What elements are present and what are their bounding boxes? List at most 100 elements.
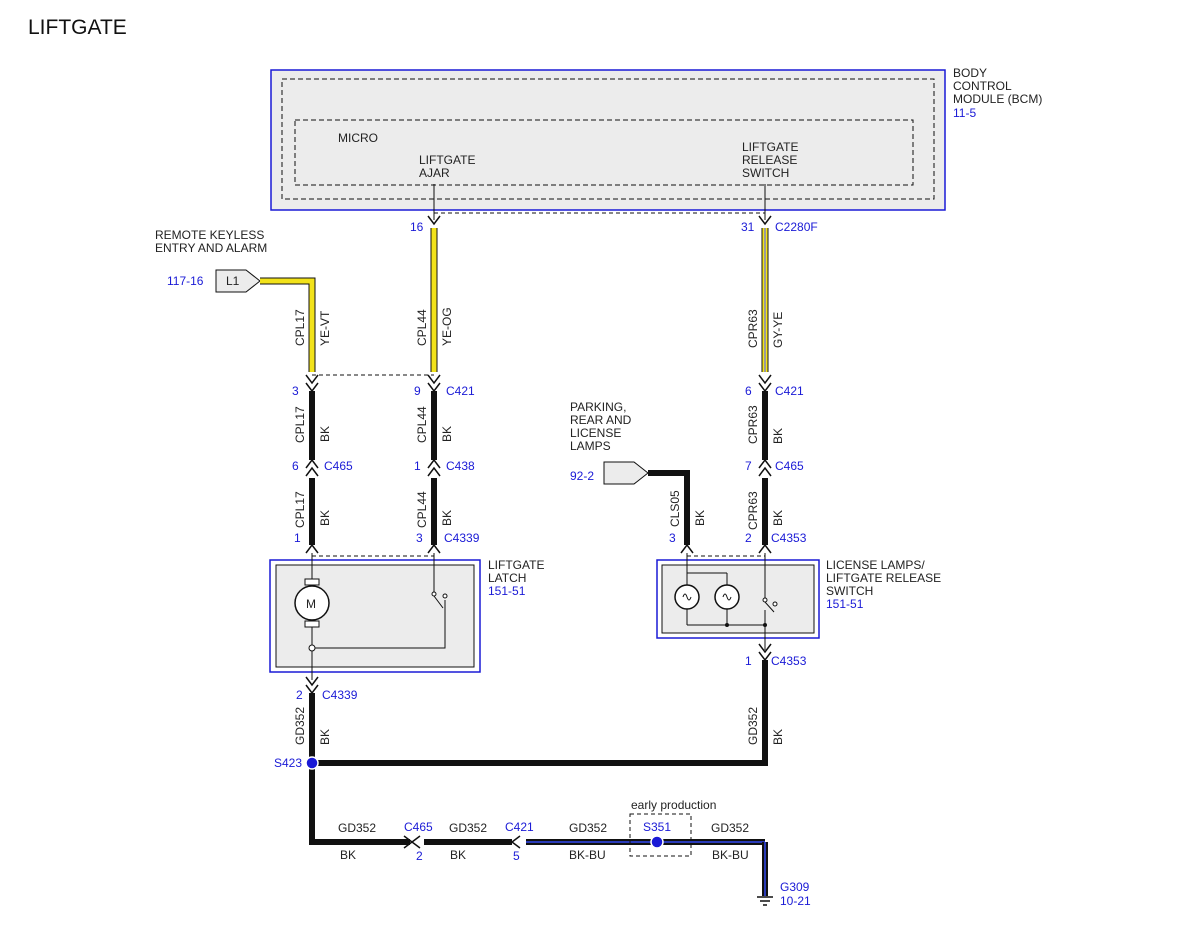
rke-tag-label: L1 <box>226 274 240 288</box>
latch-name-2: LATCH <box>488 571 526 585</box>
rke-ref[interactable]: 117-16 <box>167 274 204 288</box>
parking-ref[interactable]: 92-2 <box>570 469 594 483</box>
license-name-1: LICENSE LAMPS/ <box>826 558 925 572</box>
connector-marks-row2 <box>305 458 772 477</box>
wire-cls05 <box>648 470 690 545</box>
wire-color-gy-ye: GY-YE <box>771 312 785 348</box>
rke-name-2: ENTRY AND ALARM <box>155 241 267 255</box>
wire-color-bk-8: BK <box>318 729 332 745</box>
bcm-name-1: BODY <box>953 66 987 80</box>
wire-color-bk-2: BK <box>440 426 454 442</box>
pin-2-c465: 2 <box>416 849 423 863</box>
wire-label-gd352-5: GD352 <box>569 821 607 835</box>
pin-6-c465: 6 <box>292 459 299 473</box>
wire-label-cpl44-mid: CPL44 <box>415 406 429 443</box>
pin-6-c421: 6 <box>745 384 752 398</box>
wire-label-cpl44-low: CPL44 <box>415 491 429 528</box>
splice-s351[interactable] <box>650 835 664 849</box>
release-label-1: LIFTGATE <box>742 140 798 154</box>
wire-label-gd352-6: GD352 <box>711 821 749 835</box>
pin-2-c4339: 2 <box>296 688 303 702</box>
wire-label-cls05: CLS05 <box>668 490 682 527</box>
wire-gd352-left <box>309 693 410 845</box>
wire-label-cpl44-top: CPL44 <box>415 309 429 346</box>
bcm-outline <box>270 69 946 211</box>
latch-ref[interactable]: 151-51 <box>488 584 526 598</box>
wire-color-ye-vt: YE-VT <box>318 310 332 346</box>
wire-label-cpr63-low: CPR63 <box>746 491 760 530</box>
inline-connector-marks <box>403 835 521 849</box>
parking-name-4: LAMPS <box>570 439 611 453</box>
connector-c438[interactable]: C438 <box>446 459 475 473</box>
connector-c4339-a[interactable]: C4339 <box>444 531 480 545</box>
bcm-ref[interactable]: 11-5 <box>953 106 976 120</box>
bcm-module <box>270 69 946 211</box>
pin-16: 16 <box>410 220 424 234</box>
wire-color-bk-6: BK <box>771 510 785 526</box>
license-ref[interactable]: 151-51 <box>826 597 864 611</box>
ajar-label-2: AJAR <box>419 166 450 180</box>
parking-name-3: LICENSE <box>570 426 621 440</box>
ground-symbol <box>757 896 773 906</box>
wire-color-bk-1: BK <box>318 426 332 442</box>
wire-color-bk-bu-2: BK-BU <box>712 848 749 862</box>
pin-3-c4353: 3 <box>669 531 676 545</box>
micro-dashed <box>294 119 914 186</box>
connector-c421-b[interactable]: C421 <box>775 384 804 398</box>
connector-c421-a[interactable]: C421 <box>446 384 475 398</box>
rke-connector-tag <box>215 269 261 293</box>
pin-1-c438: 1 <box>414 459 421 473</box>
wire-color-ye-og: YE-OG <box>440 307 454 346</box>
release-label-3: SWITCH <box>742 166 789 180</box>
parking-name-1: PARKING, <box>570 400 626 414</box>
connector-marks-row3 <box>305 543 772 554</box>
connector-marks <box>305 374 772 393</box>
connector-c4353-b[interactable]: C4353 <box>771 654 807 668</box>
wire-label-gd352-4: GD352 <box>449 821 487 835</box>
connector-c421-inline[interactable]: C421 <box>505 820 534 834</box>
parking-name-2: REAR AND <box>570 413 632 427</box>
wire-color-bk-10: BK <box>340 848 356 862</box>
page-title: LIFTGATE <box>28 16 127 39</box>
bcm-inner-dashed <box>281 78 935 200</box>
motor-label: M <box>306 597 316 611</box>
liftgate-latch <box>269 553 481 680</box>
wire-label-gd352-2: GD352 <box>746 707 760 745</box>
pin-3-c421: 3 <box>292 384 299 398</box>
wire-color-bk-7: BK <box>693 510 707 526</box>
wire-color-bk-11: BK <box>450 848 466 862</box>
splice-s423[interactable] <box>305 756 319 770</box>
splice-s351-label[interactable]: S351 <box>643 820 671 834</box>
pin-31: 31 <box>741 220 755 234</box>
wire-label-gd352-1: GD352 <box>293 707 307 745</box>
wire-cpl17-top <box>260 278 315 372</box>
wire-label-cpl17-mid: CPL17 <box>293 406 307 443</box>
connector-c465-b[interactable]: C465 <box>775 459 804 473</box>
wire-color-bk-5: BK <box>440 510 454 526</box>
license-lamps-switch <box>656 553 820 650</box>
pin-3-c4339: 3 <box>416 531 423 545</box>
wire-label-cpl17-low: CPL17 <box>293 491 307 528</box>
wire-gd352-right <box>312 660 768 766</box>
license-name-2: LIFTGATE RELEASE <box>826 571 941 585</box>
connector-c465-a[interactable]: C465 <box>324 459 353 473</box>
c2280f-pin16-arrow <box>427 215 441 226</box>
wire-color-bk-4: BK <box>318 510 332 526</box>
pin-1-c4353: 1 <box>745 654 752 668</box>
connector-c4353-a[interactable]: C4353 <box>771 531 807 545</box>
ajar-label-1: LIFTGATE <box>419 153 475 167</box>
micro-label: MICRO <box>338 131 378 145</box>
wire-label-cpl17-top: CPL17 <box>293 309 307 346</box>
wire-color-bk-bu-1: BK-BU <box>569 848 606 862</box>
connector-c465-inline[interactable]: C465 <box>404 820 433 834</box>
ground-g309[interactable]: G309 <box>780 880 810 894</box>
connector-c2280f[interactable]: C2280F <box>775 220 818 234</box>
splice-s423-label[interactable]: S423 <box>274 756 302 770</box>
pin-1-c4339: 1 <box>294 531 301 545</box>
parking-connector-tag <box>603 461 649 485</box>
pin-2-c4353: 2 <box>745 531 752 545</box>
bcm-name-2: CONTROL <box>953 79 1012 93</box>
connector-c4339-b[interactable]: C4339 <box>322 688 358 702</box>
ground-ref[interactable]: 10-21 <box>780 894 811 908</box>
